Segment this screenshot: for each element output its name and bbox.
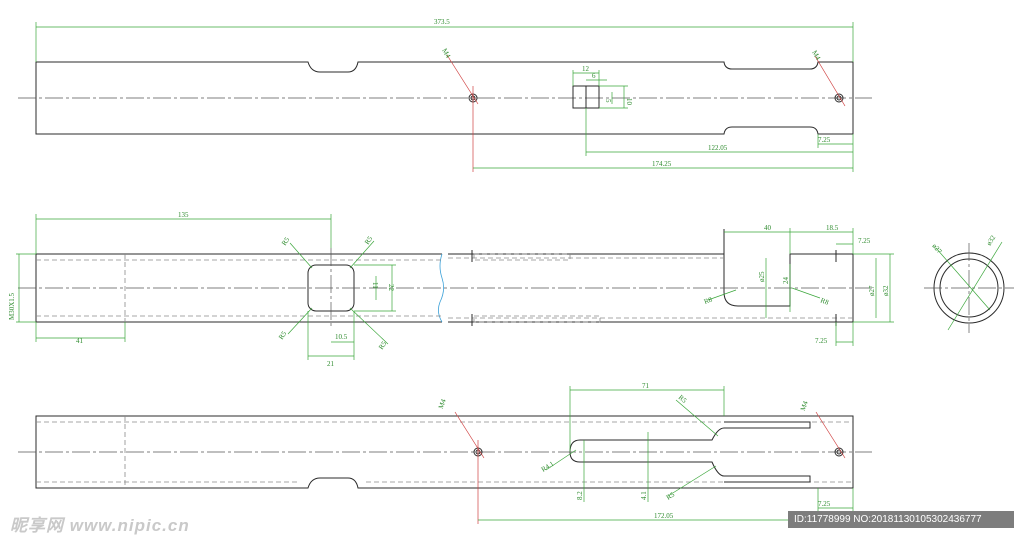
top-m4-leader-right (814, 55, 846, 107)
label-m30: M30X1.5 (8, 292, 16, 320)
r5-leader-d (349, 307, 389, 345)
r8-leader-b (791, 287, 821, 299)
watermark-brand: 昵享网 www.nipic.cn (10, 516, 190, 535)
groove-top (473, 253, 571, 261)
top-m4-leader-left (446, 54, 479, 105)
label-25: ø25 (758, 271, 766, 282)
r5-leader-c (287, 307, 313, 335)
label-r5-c: R5 (277, 329, 289, 341)
label-18: 18.5 (826, 224, 839, 232)
label-71: 71 (642, 382, 650, 390)
r5-leader-bot (667, 465, 717, 497)
end-d27-leader (935, 247, 991, 311)
r5-leader-top (675, 399, 719, 437)
label-r8-a: R8 (703, 295, 714, 305)
bottom-view: 71 R5 R5 M4 M4 R4.1 8.2 4.1 7.25 172.05 (18, 382, 872, 526)
middle-view: 135 R5 R5 R5 R5 11 22 10.5 21 41 M30X1.5… (8, 211, 894, 368)
label-122: 122.05 (708, 144, 728, 152)
label-135: 135 (178, 211, 189, 219)
label-22: 22 (387, 284, 395, 292)
r41-leader (545, 449, 577, 471)
label-32: ø32 (882, 285, 890, 296)
r8-leader-a (707, 289, 737, 301)
end-d32-leader (947, 241, 1003, 331)
label-slot-10: 10 (625, 98, 633, 106)
label-slot-6: 6 (592, 72, 596, 80)
label-m4-b: M4 (799, 400, 810, 412)
label-slot-12: 12 (582, 65, 590, 73)
label-21: 21 (327, 360, 335, 368)
top-view-outline (35, 61, 854, 135)
label-27: ø27 (868, 285, 876, 296)
top-hole-right (834, 93, 844, 103)
label-r5-d: R5 (377, 339, 389, 351)
label-end-27: ø27 (930, 242, 943, 256)
label-overall: 373.5 (434, 18, 450, 26)
label-end-32: ø32 (985, 233, 998, 247)
label-24: 24 (782, 277, 790, 285)
label-m4-a: M4 (437, 398, 448, 410)
label-172: 172.05 (654, 512, 674, 520)
label-7-bot: 7.25 (815, 337, 828, 345)
label-r8-b: R8 (819, 296, 830, 306)
label-41b: 4.1 (640, 491, 648, 500)
r5-leader-a (289, 242, 313, 269)
bottom-m4-leader-right (815, 411, 846, 459)
label-slot-5: 5 (604, 99, 612, 103)
label-7: 7.25 (818, 136, 831, 144)
label-r5-top: R5 (677, 393, 689, 405)
r5-leader-b (349, 240, 375, 269)
label-41: 41 (76, 337, 84, 345)
label-m4-right: M4 (810, 49, 822, 62)
label-174: 174.25 (652, 160, 672, 168)
middle-outline-right (448, 253, 854, 323)
watermark-id-bar: ID:11778999 NO:20181130105302436777 (788, 511, 1014, 528)
label-r5-a: R5 (280, 235, 292, 247)
label-7-b: 7.25 (818, 500, 831, 508)
break-line (438, 253, 444, 323)
label-82: 8.2 (576, 491, 584, 500)
label-r41: R4.1 (540, 460, 556, 474)
label-11: 11 (371, 282, 379, 289)
label-10: 10.5 (335, 333, 348, 341)
label-r5-bot: R5 (665, 490, 677, 501)
label-40: 40 (764, 224, 772, 232)
bottom-outline (35, 415, 854, 489)
label-r5-b: R5 (363, 234, 375, 246)
label-m4-left: M4 (440, 47, 452, 60)
bottom-m4-leader-left (454, 411, 485, 459)
top-view: 373.5 M4 M4 12 6 10 5 122.05 7.25 174.25 (18, 18, 872, 172)
label-7-top: 7.25 (858, 237, 871, 245)
groove-bottom (473, 315, 601, 323)
end-view: ø27 ø32 (924, 233, 1014, 333)
